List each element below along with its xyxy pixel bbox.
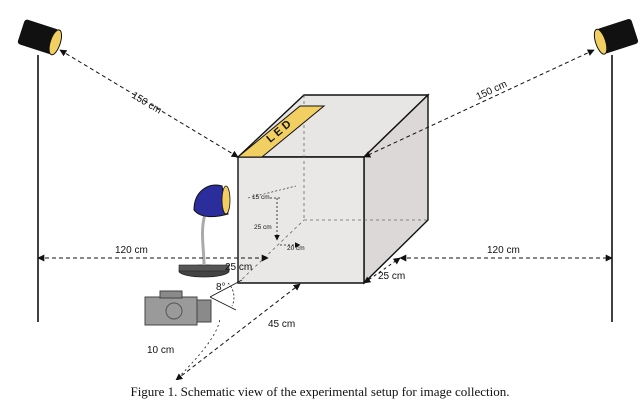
left-spotlight-icon [17, 19, 63, 322]
setup-diagram: L E D 15 cm 25 cm 20 cm 150 cm 150 cm 12… [17, 19, 639, 380]
left-floor-distance-label: 120 cm [115, 245, 148, 256]
inner-dimensions: 15 cm 25 cm 20 cm [247, 185, 305, 252]
right-floor-distance-label: 120 cm [487, 245, 520, 256]
cube-bottom-right-label: 25 cm [378, 271, 405, 282]
camera-distance-label: 45 cm [268, 319, 295, 330]
right-light-distance-label: 150 cm [475, 79, 509, 103]
camera-icon [144, 290, 212, 326]
light-box-cube [236, 93, 430, 285]
cube-bottom-left-label: 25 cm [225, 262, 252, 273]
camera-height-label: 10 cm [147, 345, 174, 356]
inner-15-label: 15 cm [252, 194, 270, 201]
right-spotlight-icon [593, 19, 639, 322]
figure-caption: Figure 1. Schematic view of the experime… [130, 384, 510, 399]
inner-20-label: 20 cm [287, 245, 305, 252]
camera-angle-label: 8° [216, 282, 226, 293]
inner-25-label: 25 cm [254, 224, 272, 231]
desk-lamp-icon [178, 184, 231, 278]
left-light-distance-label: 150 cm [129, 90, 163, 116]
